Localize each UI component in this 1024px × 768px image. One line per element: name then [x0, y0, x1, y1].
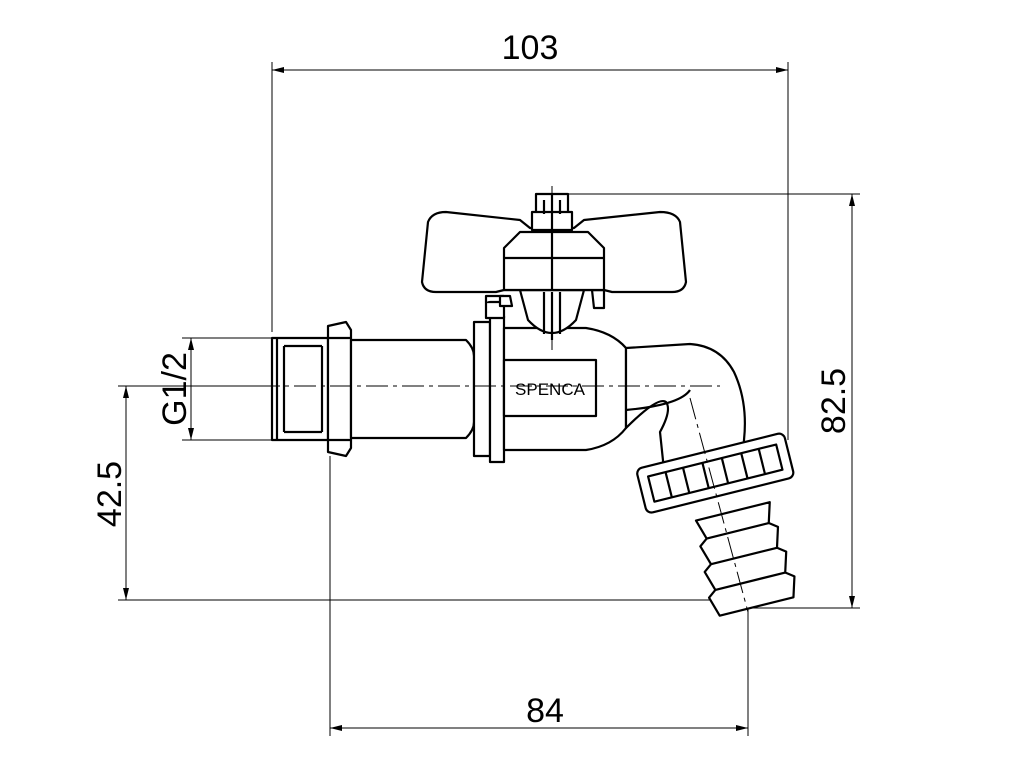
overall-height-label: 82.5: [815, 368, 853, 434]
brand-plate: [502, 358, 598, 418]
pipe-body: [349, 338, 476, 440]
hose-nut: [636, 432, 795, 514]
threaded-inlet: [270, 336, 330, 442]
thread-size-label: G1/2: [156, 352, 194, 426]
butterfly-handle: [420, 210, 688, 294]
ball-housing: SPENCA: [502, 326, 628, 452]
hex-nut: [326, 320, 353, 458]
brand-label: SPENCA: [515, 380, 586, 399]
outlet-height-label: 42.5: [91, 461, 129, 527]
valve-drawing: SPENCA: [258, 186, 796, 617]
overall-width-label: 103: [502, 29, 559, 67]
dimension-overall-width: 103: [271, 29, 789, 440]
base-length-label: 84: [526, 692, 564, 730]
union-flange: [472, 314, 506, 464]
dimension-outlet-height: 42.5: [91, 385, 720, 601]
dimension-base-length: 84: [329, 456, 749, 736]
spout-centerline: [689, 397, 749, 613]
dimension-thread: G1/2: [156, 337, 272, 441]
dimension-overall-height: 82.5: [548, 193, 860, 609]
hose-barb: [694, 501, 796, 617]
